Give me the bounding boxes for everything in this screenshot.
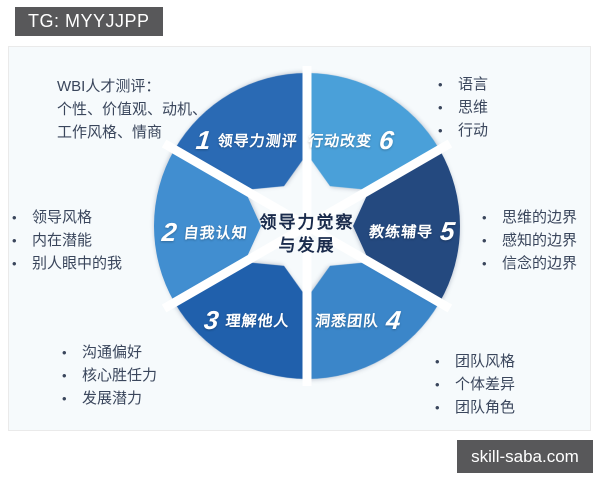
annotation-line: 个性、价值观、动机、	[57, 101, 208, 118]
sector-1-shape	[174, 73, 308, 190]
list-item: 团队风格	[433, 350, 515, 373]
list-item: 个体差异	[433, 373, 515, 396]
list-item: 思维	[436, 96, 488, 119]
wheel-chart	[154, 66, 460, 386]
leadership-wheel-diagram: 1 领导力测评 2 自我认知 3 理解他人 洞悉团队 4 教练辅导 5 行动改变…	[147, 66, 467, 386]
sector-3-text: 理解他人	[224, 312, 291, 330]
annotation-line: WBI人才测评：	[57, 78, 161, 95]
list-item: 语言	[436, 73, 488, 96]
sector-3-label: 3 理解他人	[202, 305, 291, 335]
diagram-center-title: 领导力觉察 与发展	[260, 211, 355, 257]
sector-6-label: 行动改变 6	[307, 125, 396, 155]
sector-2-number: 2	[160, 217, 179, 247]
center-title-line2: 与发展	[278, 236, 336, 255]
list-item: 思维的边界	[480, 206, 577, 229]
sector-6-shape	[306, 73, 440, 190]
annotation-top-left: WBI人才测评： 个性、价值观、动机、 工作风格、情商	[57, 75, 207, 144]
list-item: 感知的边界	[480, 229, 577, 252]
sector-2-label: 2 自我认知	[160, 217, 249, 247]
list-item: 发展潜力	[60, 387, 157, 410]
sector-4-text: 洞悉团队	[314, 312, 381, 330]
sector-4-number: 4	[384, 305, 403, 335]
sector-5-number: 5	[438, 216, 457, 246]
sector-3-shape	[174, 262, 308, 379]
sector-4-shape	[306, 262, 440, 379]
sector-1-label: 1 领导力测评	[195, 125, 299, 155]
center-title-line1: 领导力觉察	[259, 213, 355, 232]
list-item: 团队角色	[433, 396, 515, 419]
sector-1-text: 领导力测评	[216, 132, 299, 150]
sector-5-text: 教练辅导	[368, 223, 435, 241]
annotation-bottom-left-list: 沟通偏好 核心胜任力 发展潜力	[60, 341, 157, 410]
list-item: 领导风格	[10, 206, 122, 229]
sector-5-label: 教练辅导 5	[368, 216, 457, 246]
annotation-top-right-list: 语言 思维 行动	[436, 73, 488, 142]
sector-gap-lines	[161, 66, 453, 386]
sector-4-label: 洞悉团队 4	[314, 305, 403, 335]
list-item: 核心胜任力	[60, 364, 157, 387]
list-item: 沟通偏好	[60, 341, 157, 364]
annotation-line: 工作风格、情商	[57, 124, 163, 141]
watermark-badge: skill-saba.com	[457, 440, 593, 473]
telegram-banner: TG: MYYJJPP	[15, 7, 163, 36]
list-item: 行动	[436, 119, 488, 142]
annotation-left-list: 领导风格 内在潜能 别人眼中的我	[10, 206, 122, 275]
list-item: 别人眼中的我	[10, 252, 122, 275]
annotation-right-list: 思维的边界 感知的边界 信念的边界	[480, 206, 577, 275]
sector-6-text: 行动改变	[307, 132, 374, 150]
list-item: 信念的边界	[480, 252, 577, 275]
sector-2-text: 自我认知	[182, 224, 249, 242]
sector-6-number: 6	[377, 125, 396, 155]
list-item: 内在潜能	[10, 229, 122, 252]
annotation-bottom-right-list: 团队风格 个体差异 团队角色	[433, 350, 515, 419]
sector-3-number: 3	[202, 305, 221, 335]
